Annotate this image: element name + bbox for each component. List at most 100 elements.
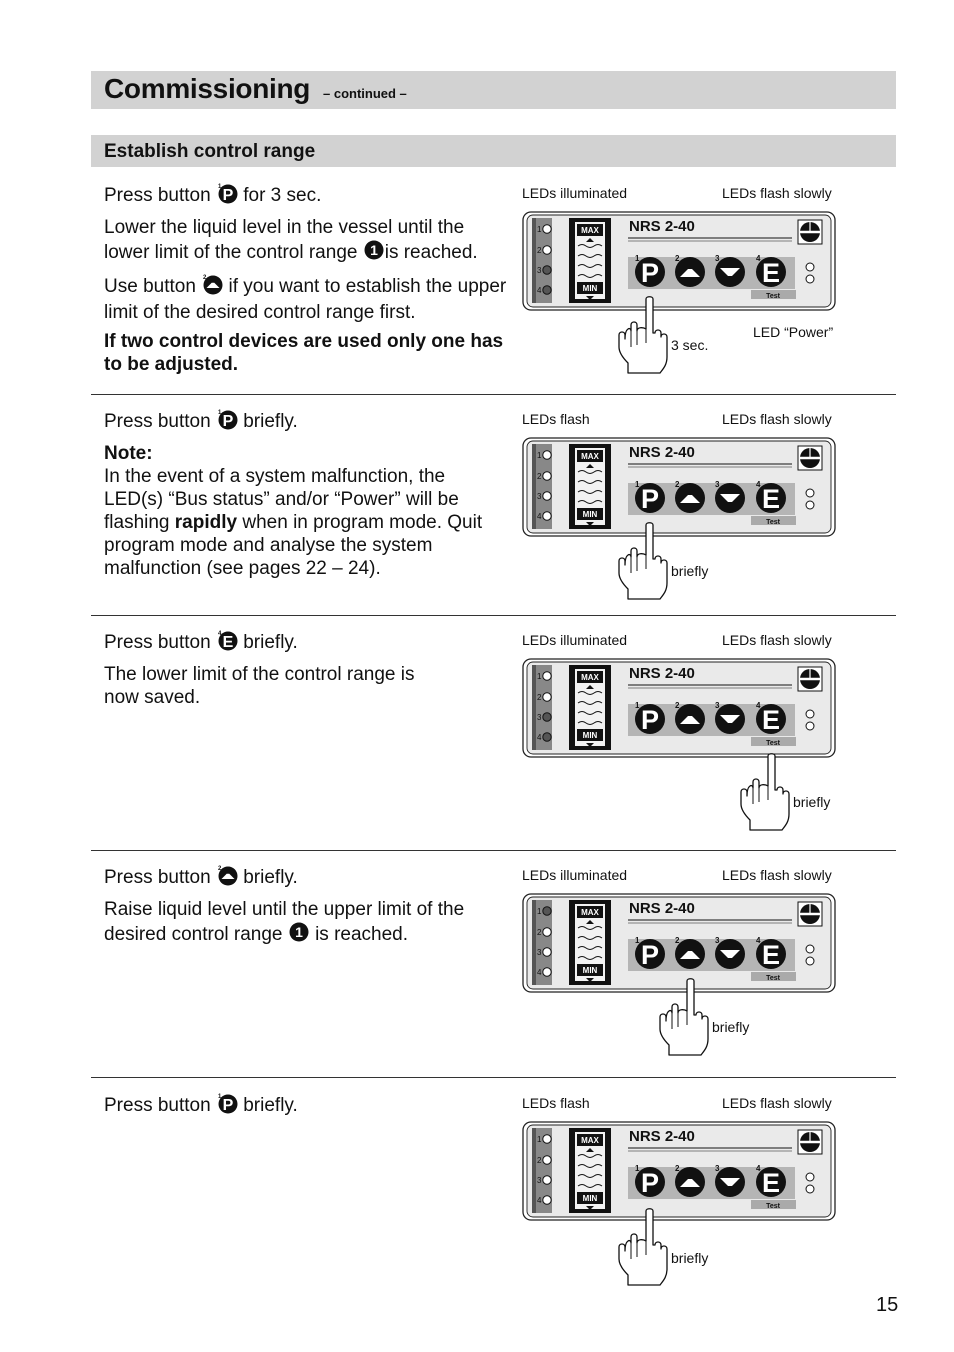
svg-text:2: 2: [537, 246, 542, 255]
svg-text:MIN: MIN: [583, 510, 598, 519]
svg-text:P: P: [641, 1168, 659, 1198]
svg-text:P: P: [641, 484, 659, 514]
svg-text:MAX: MAX: [581, 452, 599, 461]
number-1-icon: 1: [288, 921, 310, 949]
label-leds-left: LEDs illuminated: [522, 867, 628, 883]
svg-text:4: 4: [218, 631, 222, 637]
note-text-bold: rapidly: [174, 512, 238, 533]
svg-text:1: 1: [218, 1094, 222, 1100]
svg-text:2: 2: [675, 254, 680, 263]
header-bar: Commissioning – continued –: [91, 71, 896, 109]
step-3-line-1b: briefly.: [243, 632, 298, 653]
svg-text:4: 4: [756, 480, 761, 489]
label-led-power: LED “Power”: [753, 324, 834, 340]
svg-text:4: 4: [537, 512, 542, 521]
svg-text:P: P: [223, 413, 234, 430]
svg-text:4: 4: [537, 733, 542, 742]
section-bar: Establish control range: [91, 135, 896, 167]
svg-text:MIN: MIN: [583, 731, 598, 740]
svg-text:Test: Test: [766, 519, 781, 526]
svg-text:1: 1: [635, 480, 640, 489]
svg-text:4: 4: [537, 968, 542, 977]
press-duration-label: 3 sec.: [671, 337, 709, 353]
svg-text:2: 2: [675, 701, 680, 710]
number-1-icon: 1: [363, 239, 385, 267]
svg-text:1: 1: [218, 184, 222, 190]
label-leds-right: LEDs flash slowly: [722, 632, 832, 648]
step-1-line-3b: if you want to establish the upper limit…: [104, 276, 507, 323]
svg-text:3: 3: [715, 936, 720, 945]
label-leds-right: LEDs flash slowly: [722, 867, 832, 883]
svg-text:1: 1: [537, 225, 542, 234]
continued-label: – continued –: [323, 86, 407, 101]
step-4-line-1a: Press button: [104, 867, 211, 888]
svg-text:E: E: [223, 634, 234, 651]
svg-text:2: 2: [675, 1164, 680, 1173]
page-title: Commissioning: [104, 73, 311, 104]
svg-text:2: 2: [537, 1156, 542, 1165]
svg-text:1: 1: [635, 1164, 640, 1173]
press-duration-label: briefly: [712, 1019, 750, 1035]
step-4-line-2b: is reached.: [315, 924, 409, 945]
svg-text:3: 3: [537, 1176, 542, 1185]
label-leds-right: LEDs flash slowly: [722, 185, 832, 201]
press-duration-label: briefly: [793, 794, 831, 810]
svg-text:E: E: [762, 258, 780, 288]
divider: [91, 615, 896, 616]
label-leds-right: LEDs flash slowly: [722, 1095, 832, 1111]
svg-text:4: 4: [756, 701, 761, 710]
svg-text:MIN: MIN: [583, 966, 598, 975]
svg-text:3: 3: [537, 948, 542, 957]
up-button-icon: 2: [201, 273, 223, 301]
svg-text:1: 1: [295, 924, 303, 940]
step-1-line-2a: Lower the liquid level in the vessel unt…: [104, 217, 465, 263]
svg-text:P: P: [641, 258, 659, 288]
svg-text:MAX: MAX: [581, 673, 599, 682]
up-button-icon: 2: [216, 864, 238, 892]
label-leds-left: LEDs illuminated: [522, 185, 628, 201]
svg-text:1: 1: [370, 242, 378, 258]
divider: [91, 1077, 896, 1078]
svg-text:4: 4: [756, 254, 761, 263]
svg-text:NRS 2-40: NRS 2-40: [629, 1128, 695, 1145]
section-title: Establish control range: [104, 141, 316, 162]
label-leds-left: LEDs flash: [522, 1095, 590, 1111]
press-duration-label: briefly: [671, 563, 709, 579]
svg-text:4: 4: [756, 1164, 761, 1173]
svg-text:3: 3: [715, 480, 720, 489]
svg-text:1: 1: [537, 451, 542, 460]
note-text-b: when in program mode. Quit program mode …: [104, 512, 483, 579]
step-1-line-2b: is reached.: [384, 242, 478, 263]
step-1-line-1b: for 3 sec.: [243, 185, 322, 206]
svg-text:NRS 2-40: NRS 2-40: [629, 900, 695, 917]
svg-text:Test: Test: [766, 740, 781, 747]
svg-text:2: 2: [203, 275, 207, 281]
label-leds-left: LEDs flash: [522, 411, 590, 427]
svg-text:3: 3: [715, 1164, 720, 1173]
svg-text:2: 2: [537, 693, 542, 702]
svg-text:2: 2: [675, 480, 680, 489]
svg-text:4: 4: [537, 286, 542, 295]
svg-text:3: 3: [715, 701, 720, 710]
step-5-line-1b: briefly.: [243, 1095, 298, 1116]
svg-text:3: 3: [537, 492, 542, 501]
svg-text:4: 4: [537, 1196, 542, 1205]
svg-text:Test: Test: [766, 293, 781, 300]
step-4-line-2a: Raise liquid level until the upper limit…: [104, 899, 465, 945]
svg-text:P: P: [641, 940, 659, 970]
svg-text:2: 2: [675, 936, 680, 945]
divider: [91, 394, 896, 395]
step-1-bold-note: If two control devices are used only one…: [104, 331, 504, 375]
press-duration-label: briefly: [671, 1250, 709, 1266]
step-1-line-1a: Press button: [104, 185, 211, 206]
svg-text:MIN: MIN: [583, 284, 598, 293]
